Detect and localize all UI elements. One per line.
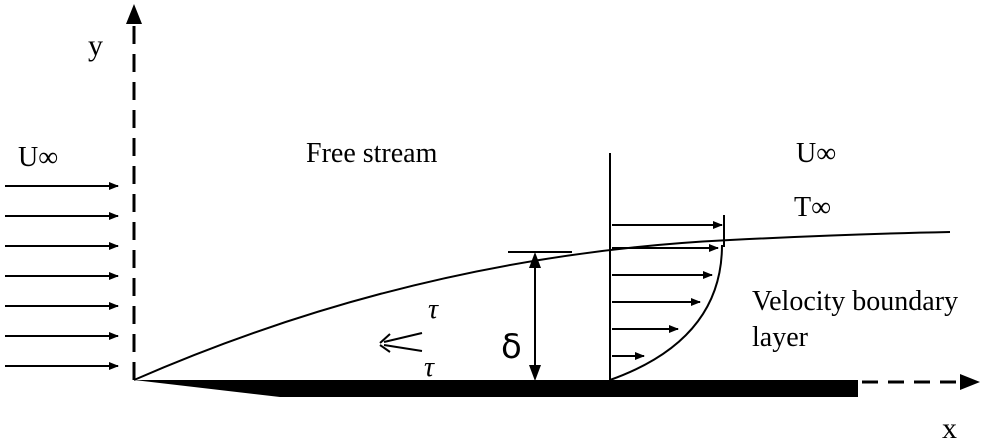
y-axis-arrowhead bbox=[126, 4, 142, 24]
t-inf-label: T∞ bbox=[794, 192, 831, 223]
y-axis-label: y bbox=[88, 29, 103, 62]
flat-plate bbox=[134, 380, 858, 397]
tau-arrow-upper-barb bbox=[379, 333, 391, 344]
tau-arrow-lower-barb bbox=[379, 344, 391, 353]
delta-arrowhead-bottom bbox=[529, 365, 541, 381]
tau-arrow-upper bbox=[383, 332, 423, 343]
free-stream-label: Free stream bbox=[306, 138, 438, 169]
tau-bottom-label: τ bbox=[424, 352, 435, 383]
tau-top-label: τ bbox=[428, 294, 439, 325]
inflow-arrows bbox=[5, 182, 119, 370]
u-inf-right-label: U∞ bbox=[796, 138, 836, 169]
velocity-profile-arrows bbox=[612, 221, 723, 360]
x-axis-label: x bbox=[942, 412, 957, 441]
tau-arrow-lower bbox=[383, 344, 423, 352]
velocity-bl-label-line2: layer bbox=[752, 322, 809, 353]
u-inf-left-label: U∞ bbox=[18, 142, 58, 173]
delta-label: δ bbox=[501, 327, 522, 367]
delta-arrowhead-top bbox=[529, 252, 541, 268]
velocity-bl-label-line1: Velocity boundary bbox=[752, 286, 958, 317]
x-axis-arrowhead bbox=[960, 374, 980, 390]
velocity-profile-curve bbox=[609, 244, 723, 381]
